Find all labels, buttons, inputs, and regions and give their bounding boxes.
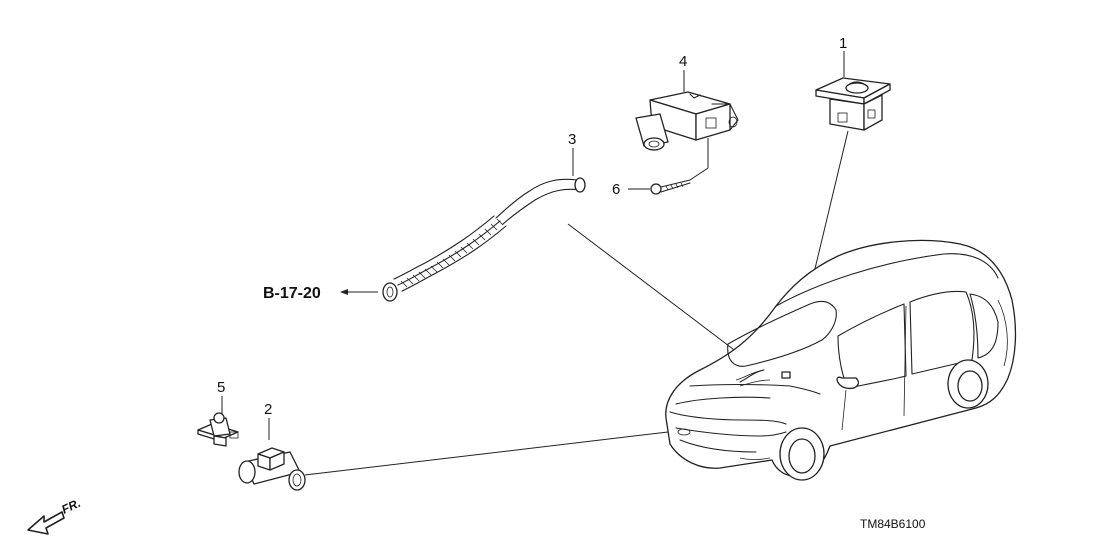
- reference-arrow-icon: [340, 289, 378, 295]
- part-3-hose: [382, 177, 586, 302]
- part-5-clip: [197, 412, 239, 447]
- callout-2: 2: [264, 401, 272, 418]
- front-direction-arrow-icon: [27, 511, 65, 535]
- part-4-sensor: [635, 91, 739, 151]
- part-1-sensor: [815, 77, 891, 131]
- callout-3: 3: [568, 131, 576, 148]
- callout-4: 4: [679, 53, 687, 70]
- front-direction-label: FR.: [59, 496, 82, 517]
- drawing-code: TM84B6100: [860, 517, 926, 531]
- callout-5: 5: [217, 379, 225, 396]
- part-6-screw: [628, 179, 691, 195]
- part-2-sensor: [238, 447, 306, 491]
- vehicle-illustration: [665, 239, 1017, 481]
- reference-label: B-17-20: [263, 285, 321, 302]
- callout-1: 1: [839, 35, 847, 52]
- callout-6: 6: [612, 181, 620, 198]
